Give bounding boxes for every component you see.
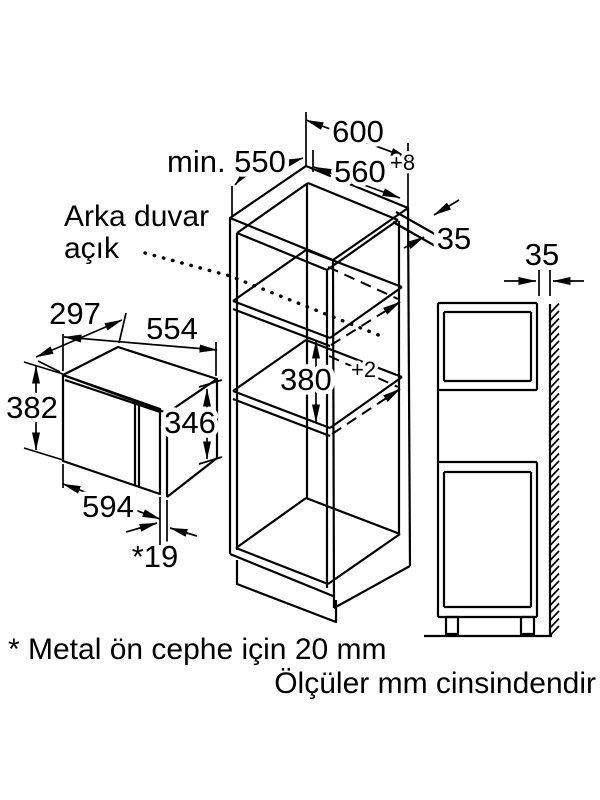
dim-niche-height-label: 380 — [280, 362, 332, 397]
footnote-metal-front: * Metal ön cephe için 20 mm — [8, 633, 387, 666]
dim-cabinet-depth-label: min. 550 — [167, 144, 286, 179]
back-wall-note-line1: Arka duvar — [64, 200, 209, 233]
dim-mw-front-width-label: 594 — [82, 489, 134, 524]
back-wall-leader-dots — [143, 251, 388, 340]
units-note: Ölçüler mm cinsindendir — [274, 667, 596, 700]
dim-niche-width-label: 560 — [334, 154, 386, 189]
dim-niche-height-tolerance: +2 — [351, 357, 376, 382]
tall-cabinet-front-view — [228, 164, 448, 624]
dim-mw-body-height-label: 346 — [164, 405, 216, 440]
text-annotations: Arka duvar açık * Metal ön cephe için 20… — [8, 200, 596, 700]
dim-wall-gap-label: 35 — [525, 237, 559, 272]
dimension-labels: 600 min. 550 560 +8 35 35 380 +2 297 554… — [2, 110, 564, 579]
bottom-board — [235, 496, 401, 586]
dimension-lines — [23, 112, 584, 547]
microwave-door — [61, 373, 162, 496]
dim-mw-body-width-label: 554 — [146, 311, 198, 346]
dim-niche-width-tolerance: +8 — [390, 150, 415, 175]
back-wall-note-line2: açık — [64, 232, 120, 265]
plinth — [235, 560, 338, 624]
dim-cabinet-width-label: 600 — [332, 114, 384, 149]
dim-mw-height-label: 382 — [6, 390, 58, 425]
dim-top-rear-gap-label: 35 — [437, 221, 471, 256]
cabinet-foot — [444, 615, 460, 636]
cabinet-side-view — [424, 301, 560, 638]
cabinet-foot — [519, 615, 536, 636]
shelf-upper — [232, 248, 403, 348]
wall-hatch — [549, 302, 560, 637]
open-back-dashed-arrows — [327, 266, 401, 435]
dim-mw-door-depth-label: *19 — [132, 539, 179, 574]
dim-mw-depth-label: 297 — [49, 296, 101, 331]
